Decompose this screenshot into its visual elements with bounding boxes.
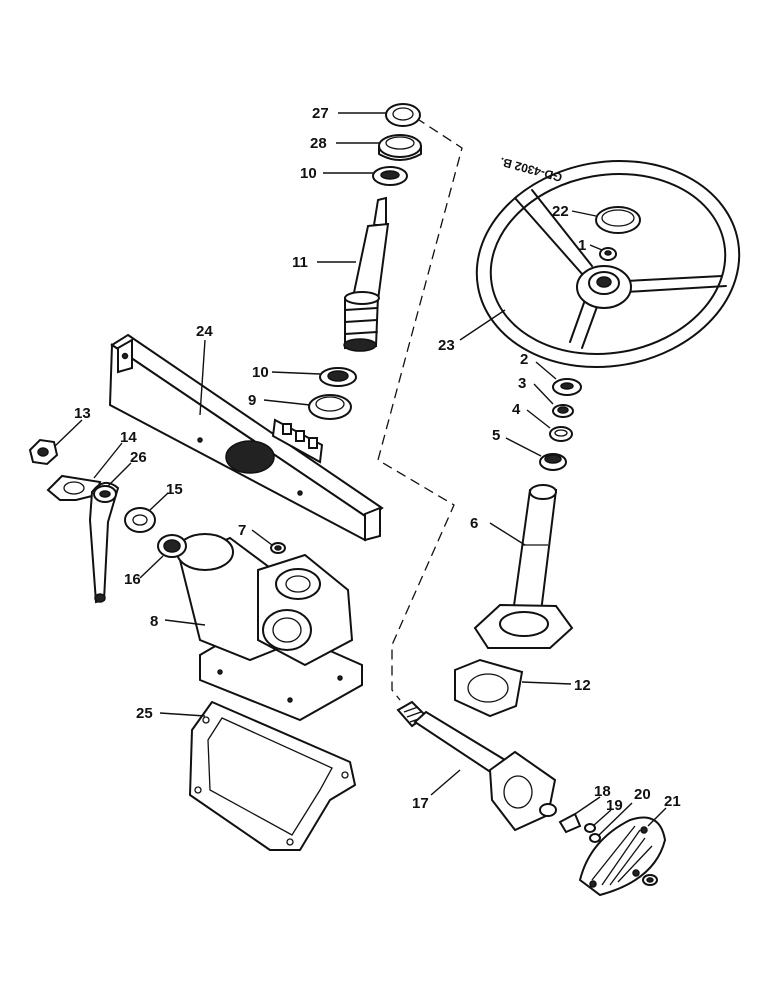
- callout-11: 11: [292, 254, 308, 271]
- spacer-ring: [549, 426, 573, 442]
- callout-13: 13: [74, 405, 91, 422]
- callout-6: 6: [470, 515, 478, 532]
- callout-21: 21: [664, 793, 681, 810]
- callout-14: 14: [120, 429, 137, 446]
- callout-5: 5: [492, 427, 500, 444]
- callout-16: 16: [124, 571, 141, 588]
- locknut: [589, 833, 601, 843]
- callout-15: 15: [166, 481, 183, 498]
- oil-seal-washer: [124, 507, 156, 533]
- leader-lines: [54, 112, 667, 837]
- top-thrust-bearing: [372, 166, 408, 186]
- callout-22: 22: [552, 203, 569, 220]
- drop-arm: [88, 481, 120, 604]
- worm-shaft: [343, 196, 390, 352]
- callout-18: 18: [594, 783, 611, 800]
- callout-10-top: 10: [300, 165, 317, 182]
- callout-3: 3: [518, 375, 526, 392]
- callout-28: 28: [310, 135, 327, 152]
- upper-bearing: [539, 453, 567, 471]
- callouts: 1 2 3 4 5 6 7 8 9 10 10 11 12 13 14 15 1…: [74, 105, 681, 814]
- drop-arm-nut: [28, 438, 59, 466]
- sector-shaft: [396, 700, 557, 832]
- callout-4: 4: [512, 401, 521, 418]
- lower-bearing-cup: [308, 394, 352, 420]
- callout-17: 17: [412, 795, 429, 812]
- callout-10-lower: 10: [252, 364, 269, 381]
- callout-2: 2: [520, 351, 528, 368]
- callout-23: 23: [438, 337, 455, 354]
- steering-box-housing: [176, 533, 363, 722]
- bush: [552, 378, 582, 396]
- callout-9: 9: [248, 392, 256, 409]
- steering-wheel: GD-4302 B.: [475, 155, 741, 369]
- callout-12: 12: [574, 677, 591, 694]
- jacket-gasket: [454, 658, 524, 718]
- filler-plug: [270, 542, 286, 554]
- callout-25: 25: [136, 705, 153, 722]
- cross-member: [108, 333, 384, 542]
- callout-26: 26: [130, 449, 147, 466]
- top-bearing-cup: [378, 134, 422, 161]
- alignment-dashed-line: [377, 117, 463, 701]
- shim: [584, 823, 596, 833]
- jacket-tube: [473, 484, 574, 649]
- horn-cap: [595, 206, 641, 234]
- spring-washer: [552, 404, 574, 418]
- lower-thrust-bearing: [319, 367, 357, 387]
- callout-7: 7: [238, 522, 246, 539]
- cover-nut: [642, 874, 658, 886]
- housing-gasket: [189, 701, 356, 851]
- callout-19: 19: [606, 797, 623, 814]
- callout-27: 27: [312, 105, 329, 122]
- top-seal: [385, 103, 421, 127]
- adjuster-screw: [558, 812, 582, 834]
- end-cover: [578, 816, 667, 897]
- callout-24: 24: [196, 323, 213, 340]
- callout-8: 8: [150, 613, 158, 630]
- callout-20: 20: [634, 786, 651, 803]
- callout-1: 1: [578, 237, 586, 254]
- sector-shaft-seal: [157, 534, 187, 558]
- wheel-nut: [599, 247, 617, 261]
- drawing-code: GD-4302 B.: [498, 155, 563, 185]
